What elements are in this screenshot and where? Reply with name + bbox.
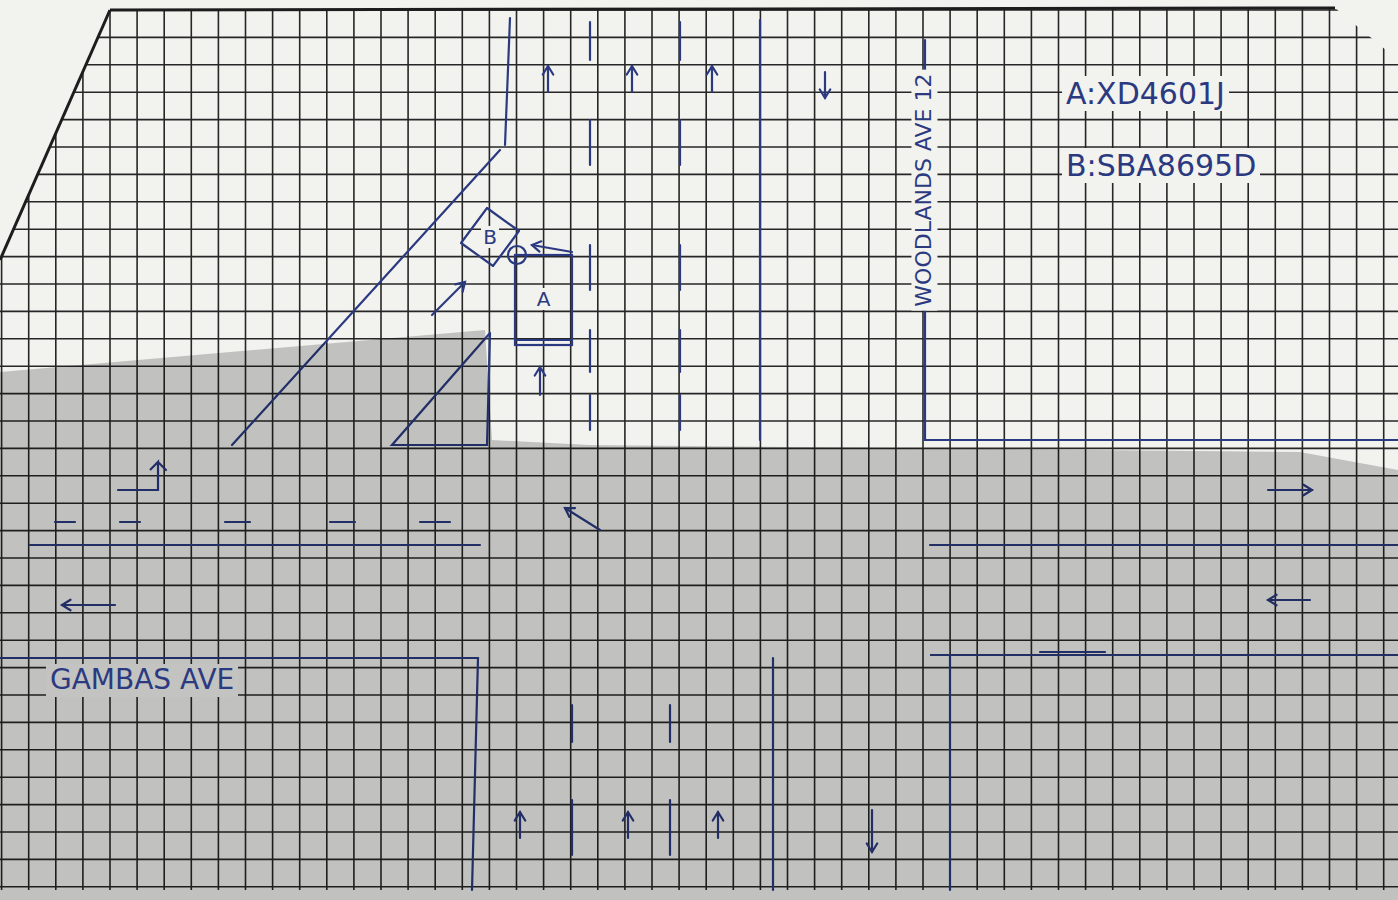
paper-edge [0, 10, 110, 260]
car-letter: B [481, 226, 499, 248]
car-a-outline [515, 255, 572, 345]
vehicle-plate: B:SBA8695D [1062, 148, 1260, 183]
car-letter: A [535, 288, 553, 310]
street-name: WOODLANDS AVE 12 [912, 69, 938, 310]
paper-edge [110, 8, 1335, 10]
car-b: B [460, 207, 520, 267]
shadow [0, 330, 1398, 900]
vehicle-plate: A:XD4601J [1062, 76, 1229, 111]
car-a: A [515, 263, 572, 335]
street-name: GAMBAS AVE [46, 664, 238, 697]
